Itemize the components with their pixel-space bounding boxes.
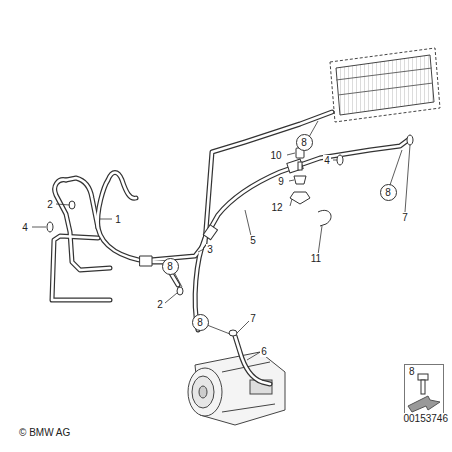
callout-circle: 8 (162, 258, 179, 275)
compressor (188, 352, 285, 425)
callout-number: 8 (197, 317, 203, 328)
callout-number: 8 (301, 137, 307, 148)
callout-number: 8 (167, 261, 173, 272)
callout-circle: 8 (380, 184, 397, 201)
callout-number: 4 (21, 222, 29, 233)
callout-number: 5 (249, 235, 257, 246)
diagram-note: 00153746 (403, 413, 450, 424)
callout-number: 11 (310, 253, 322, 264)
callout-number: 2 (156, 299, 164, 310)
callout-number: 6 (260, 346, 268, 357)
bolt-symbol (408, 374, 440, 412)
callout-number: 3 (206, 244, 214, 255)
condenser (330, 48, 440, 122)
callout-number: 9 (277, 176, 285, 187)
pipes (52, 112, 408, 384)
small-parts (47, 135, 413, 336)
callout-number: 4 (323, 155, 331, 166)
diagram-note: © BMW AG (18, 427, 71, 438)
callout-number: 8 (409, 366, 415, 377)
callout-number: 8 (385, 187, 391, 198)
callout-number: 1 (114, 214, 122, 225)
leader-lines (32, 121, 410, 360)
callout-number: 12 (270, 202, 283, 213)
fastener-box: 8 (404, 364, 444, 414)
callout-number: 7 (249, 313, 257, 324)
callout-number: 10 (269, 150, 282, 161)
callout-number: 7 (401, 212, 409, 223)
callout-circle: 8 (192, 314, 209, 331)
callout-number: 2 (46, 199, 54, 210)
callout-circle: 8 (296, 134, 313, 151)
